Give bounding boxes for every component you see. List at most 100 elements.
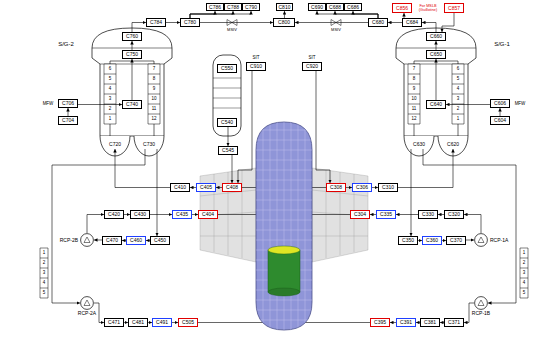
volume-box: C420 <box>104 210 124 219</box>
volume-box: C481 <box>128 318 148 327</box>
core-bottom <box>268 288 300 296</box>
volume-box: C371 <box>444 318 464 327</box>
flow-path <box>150 214 172 215</box>
flow-path <box>398 149 453 188</box>
volume-number: C371 <box>448 320 460 325</box>
flow-path <box>411 149 412 236</box>
component-label: MFW <box>515 101 526 106</box>
volume-number: C404 <box>202 212 214 217</box>
cell-number: 10 <box>411 97 416 102</box>
component-label: MSIV <box>227 27 237 31</box>
flow-path <box>316 71 330 183</box>
volume-box: C650 <box>426 50 446 59</box>
volume-number: C370 <box>450 238 462 243</box>
volume-box: C704 <box>58 116 78 125</box>
junction-volume: C491 <box>152 318 172 327</box>
flow-path <box>166 22 180 23</box>
vessel-mesh <box>250 118 318 334</box>
cell-number: 5 <box>457 77 460 82</box>
volume-box: C910 <box>246 62 266 71</box>
volume-number: C360 <box>426 238 438 243</box>
volume-number: C435 <box>176 212 188 217</box>
volume-box: C330 <box>418 210 438 219</box>
pump-symbol <box>474 233 488 247</box>
volume-number: C784 <box>150 20 162 25</box>
volume-box: C810 <box>276 3 293 11</box>
volume-box: C430 <box>130 210 150 219</box>
flow-path <box>228 127 229 146</box>
flow-path <box>157 149 158 236</box>
volume-number: C320 <box>448 212 460 217</box>
pump-impeller <box>84 237 90 243</box>
flow-path <box>190 11 215 18</box>
flow-path <box>132 23 146 33</box>
volume-number: C688 <box>329 5 341 10</box>
cell-number: 7 <box>153 67 156 72</box>
plenum-volume: C720 <box>105 140 125 149</box>
flow-path <box>388 22 402 23</box>
volume-number: C750 <box>126 52 138 57</box>
pump-casing <box>81 234 94 247</box>
cell-number: 5 <box>43 291 46 296</box>
cell-number: 12 <box>411 117 416 122</box>
flow-path <box>295 22 368 23</box>
junction-volume: C460 <box>126 236 146 245</box>
volume-number: C706 <box>62 101 74 106</box>
pump-casing <box>81 297 94 310</box>
volume-number: C686 <box>347 5 359 10</box>
volume-box: C545 <box>218 146 238 155</box>
volume-box: C606 <box>490 99 510 108</box>
volume-number: C450 <box>154 238 166 243</box>
cell-number: 12 <box>151 117 156 122</box>
flow-path <box>87 215 104 234</box>
volume-number: C405 <box>200 185 212 190</box>
pump-symbol <box>80 233 94 247</box>
volume-number: C395 <box>374 320 386 325</box>
volume-number: C786 <box>209 5 221 10</box>
volume-number: C550 <box>221 66 233 71</box>
volume-box: C790 <box>242 3 260 11</box>
volume-box: C640 <box>426 100 446 109</box>
flow-path <box>238 71 252 183</box>
volume-box: C760 <box>122 32 142 41</box>
volume-number: C720 <box>109 142 121 147</box>
flow-path <box>464 215 481 234</box>
cell-number: 6 <box>457 67 460 72</box>
cell-number: 1 <box>43 251 46 256</box>
cell-number: 8 <box>413 77 416 82</box>
boundary-volume: C395 <box>370 318 390 327</box>
volume-box: C800 <box>273 18 295 27</box>
flow-path <box>284 11 285 18</box>
volume-number: C308 <box>330 185 342 190</box>
volume-box: C381 <box>420 318 440 327</box>
flow-path <box>94 240 102 241</box>
volume-box: C686 <box>344 3 362 11</box>
coolant-pump: RCP-1B <box>474 296 488 310</box>
junction-volume: C405 <box>196 183 216 192</box>
break-volume: C856 <box>392 3 412 13</box>
volume-number: C491 <box>156 320 168 325</box>
component-label: SIT <box>308 55 315 60</box>
vessel-mesh-group <box>250 118 318 334</box>
volume-number: C790 <box>245 5 257 10</box>
loop-seal-cells <box>40 248 48 298</box>
cell-number: 3 <box>523 271 526 276</box>
volume-number: C620 <box>447 142 459 147</box>
flow-path <box>396 214 418 215</box>
pump-casing <box>475 297 488 310</box>
pressurizer <box>213 55 241 136</box>
steam-generator-name: S/G-2 <box>58 41 74 48</box>
volume-box: C660 <box>426 32 446 41</box>
junction-volume: C306 <box>352 183 372 192</box>
volume-number: C470 <box>106 238 118 243</box>
volume-number: C660 <box>430 34 442 39</box>
volume-number: C481 <box>132 320 144 325</box>
flow-path <box>68 108 69 116</box>
cell-number: 11 <box>412 107 417 112</box>
volume-box: C684 <box>402 18 422 27</box>
volume-number: C304 <box>354 212 366 217</box>
volume-box: C780 <box>180 18 200 27</box>
volume-box: C410 <box>170 183 190 192</box>
volume-box: C920 <box>302 62 322 71</box>
pump-impeller <box>478 237 484 243</box>
